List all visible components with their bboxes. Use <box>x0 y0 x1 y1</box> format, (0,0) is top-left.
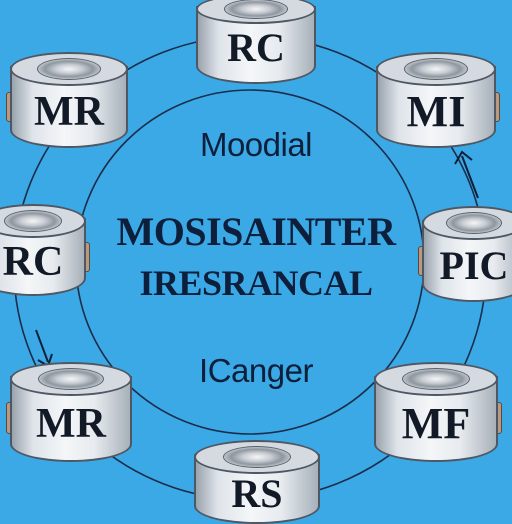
disk-icon <box>446 212 502 234</box>
disk-icon <box>37 58 101 80</box>
disk-icon <box>402 368 470 390</box>
node-left: RC <box>0 204 90 296</box>
node-upper-right: MI <box>376 52 500 148</box>
node-bottom: RS <box>194 440 320 524</box>
node-label: MI <box>406 87 466 136</box>
arrow-upper-right <box>454 150 479 199</box>
node-label: MR <box>34 89 104 135</box>
node-label: RS <box>231 471 283 516</box>
node-label: RC <box>2 239 64 285</box>
node-right: PIC <box>418 206 512 302</box>
node-label: MR <box>36 401 106 447</box>
node-upper-left: MR <box>6 52 128 148</box>
node-top: RC <box>196 0 316 84</box>
center-title-line1: MOSISAINTER <box>116 209 396 254</box>
disk-icon <box>37 368 105 390</box>
disk-icon <box>4 210 62 232</box>
disk-icon <box>223 0 289 19</box>
center-bottom-label: ICanger <box>199 352 313 389</box>
center-top-label: Moodial <box>199 126 313 163</box>
node-lower-right: MF <box>374 362 502 462</box>
center-title-line2: IRESRANCAL <box>139 263 373 303</box>
node-label: PIC <box>439 243 509 288</box>
node-lower-left: MR <box>6 362 132 462</box>
node-label: RC <box>227 25 285 70</box>
node-label: MF <box>401 399 471 448</box>
disk-icon <box>222 446 292 468</box>
disk-icon <box>403 58 469 80</box>
